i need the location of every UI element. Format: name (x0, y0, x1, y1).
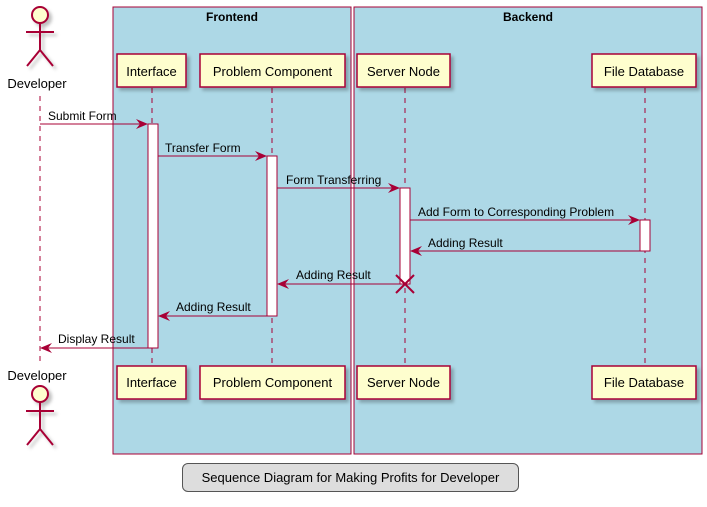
activation-problem-component (266, 155, 278, 317)
message-label: Add Form to Corresponding Problem (418, 205, 614, 219)
participant-label: Problem Component (213, 375, 333, 390)
participant-label: Server Node (367, 64, 440, 79)
actor-developer-bottom[interactable]: Developer (7, 368, 67, 446)
activation-file-database (639, 219, 651, 252)
destroy-x-icon (395, 274, 415, 294)
message-label: Transfer Form (165, 141, 241, 155)
frontend-box-title: Frontend (206, 10, 258, 24)
actor-developer-top[interactable]: Developer (7, 6, 67, 91)
message-label: Adding Result (176, 300, 251, 314)
participant-problem-component-bottom[interactable]: Problem Component (199, 365, 346, 400)
actor-label: Developer (7, 76, 67, 91)
backend-box-title: Backend (503, 10, 553, 24)
participant-server-node-top[interactable]: Server Node (356, 53, 451, 88)
participant-label: Server Node (367, 375, 440, 390)
message-label: Display Result (58, 332, 135, 346)
message-label: Form Transferring (286, 173, 381, 187)
participant-label: Problem Component (213, 64, 333, 79)
participant-label: File Database (604, 64, 684, 79)
participant-file-database-top[interactable]: File Database (591, 53, 697, 88)
participant-label: Interface (126, 375, 177, 390)
participant-label: File Database (604, 375, 684, 390)
message-label: Adding Result (296, 268, 371, 282)
activation-interface (147, 123, 159, 349)
message-label: Submit Form (48, 109, 117, 123)
participant-interface-top[interactable]: Interface (116, 53, 187, 88)
participant-file-database-bottom[interactable]: File Database (591, 365, 697, 400)
stick-figure-icon (26, 385, 54, 446)
participant-interface-bottom[interactable]: Interface (116, 365, 187, 400)
activations (147, 123, 651, 349)
diagram-caption: Sequence Diagram for Making Profits for … (182, 463, 519, 492)
participant-problem-component-top[interactable]: Problem Component (199, 53, 346, 88)
message-label: Adding Result (428, 236, 503, 250)
stick-figure-icon (26, 6, 54, 67)
activation-server-node (399, 187, 411, 285)
actor-label: Developer (7, 368, 67, 383)
message-arrows (40, 119, 640, 353)
participant-server-node-bottom[interactable]: Server Node (356, 365, 451, 400)
participant-label: Interface (126, 64, 177, 79)
